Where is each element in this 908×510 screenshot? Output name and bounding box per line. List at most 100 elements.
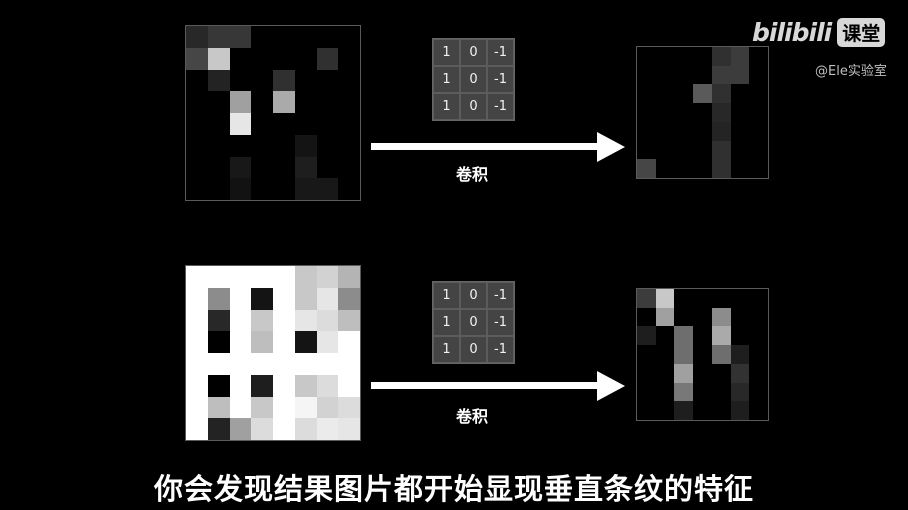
pixel-cell	[294, 418, 317, 440]
pixel-cell	[655, 121, 675, 141]
kernel-cell: 0	[460, 336, 487, 363]
input-grid-1	[185, 25, 361, 201]
pixel-cell	[637, 289, 656, 308]
pixel-cell	[229, 26, 252, 48]
pixel-cell	[655, 289, 675, 308]
pixel-cell	[637, 326, 656, 346]
pixel-cell	[749, 84, 768, 104]
pixel-cell	[637, 65, 656, 85]
pixel-cell	[637, 307, 656, 327]
pixel-cell	[655, 326, 675, 346]
kernel-cell: 1	[433, 39, 460, 66]
pixel-cell	[693, 382, 713, 402]
pixel-cell	[674, 401, 694, 420]
pixel-cell	[749, 345, 768, 365]
pixel-cell	[749, 401, 768, 420]
pixel-cell	[186, 396, 208, 419]
pixel-cell	[229, 113, 252, 135]
subtitle-caption: 你会发现结果图片都开始显现垂直条纹的特征	[153, 472, 754, 506]
pixel-cell	[674, 307, 694, 327]
pixel-cell	[711, 401, 731, 420]
pixel-cell	[730, 121, 750, 141]
bilibili-classroom-logo: bilibili 课堂	[752, 18, 886, 47]
pixel-cell	[338, 266, 360, 288]
pixel-cell	[338, 69, 360, 92]
pixel-cell	[229, 309, 252, 332]
pixel-cell	[207, 91, 230, 114]
pixel-cell	[207, 69, 230, 92]
pixel-cell	[273, 91, 295, 114]
pixel-cell	[338, 353, 360, 375]
pixel-cell	[730, 307, 750, 327]
pixel-cell	[251, 47, 274, 70]
pixel-cell	[749, 326, 768, 346]
pixel-cell	[186, 178, 208, 200]
kernel-cell: -1	[487, 309, 514, 336]
output-grid-1	[636, 46, 769, 179]
pixel-cell	[711, 121, 731, 141]
pixel-cell	[186, 353, 208, 375]
pixel-cell	[273, 287, 295, 310]
pixel-cell	[316, 69, 339, 92]
pixel-cell	[711, 289, 731, 308]
pixel-cell	[251, 353, 274, 375]
pixel-cell	[207, 309, 230, 332]
pixel-cell	[338, 47, 360, 70]
pixel-cell	[730, 103, 750, 123]
pixel-cell	[693, 363, 713, 383]
pixel-cell	[674, 159, 694, 178]
pixel-cell	[229, 47, 252, 70]
pixel-cell	[273, 374, 295, 397]
pixel-cell	[273, 26, 295, 48]
pixel-cell	[186, 287, 208, 310]
pixel-cell	[273, 156, 295, 179]
pixel-cell	[637, 345, 656, 365]
pixel-cell	[637, 47, 656, 66]
pixel-cell	[294, 309, 317, 332]
pixel-cell	[693, 159, 713, 178]
pixel-cell	[251, 113, 274, 135]
pixel-cell	[338, 156, 360, 179]
pixel-cell	[711, 382, 731, 402]
pixel-cell	[730, 326, 750, 346]
pixel-cell	[186, 91, 208, 114]
pixel-cell	[294, 396, 317, 419]
output-grid-2	[636, 288, 769, 421]
pixel-cell	[693, 307, 713, 327]
pixel-cell	[693, 47, 713, 66]
pixel-cell	[711, 84, 731, 104]
pixel-cell	[655, 47, 675, 66]
pixel-cell	[229, 266, 252, 288]
pixel-cell	[637, 401, 656, 420]
pixel-cell	[711, 65, 731, 85]
pixel-cell	[273, 418, 295, 440]
pixel-cell	[674, 140, 694, 160]
pixel-cell	[711, 326, 731, 346]
pixel-cell	[207, 134, 230, 157]
pixel-cell	[338, 396, 360, 419]
pixel-cell	[273, 331, 295, 354]
pixel-cell	[207, 178, 230, 200]
pixel-cell	[338, 418, 360, 440]
pixel-cell	[251, 287, 274, 310]
pixel-cell	[251, 91, 274, 114]
pixel-cell	[294, 134, 317, 157]
pixel-cell	[637, 121, 656, 141]
pixel-cell	[251, 331, 274, 354]
pixel-cell	[294, 69, 317, 92]
pixel-cell	[186, 418, 208, 440]
pixel-cell	[316, 374, 339, 397]
pixel-cell	[637, 84, 656, 104]
pixel-cell	[316, 309, 339, 332]
kernel-cell: 1	[433, 93, 460, 120]
pixel-cell	[730, 47, 750, 66]
pixel-cell	[316, 26, 339, 48]
pixel-cell	[207, 266, 230, 288]
pixel-cell	[693, 65, 713, 85]
pixel-cell	[637, 159, 656, 178]
pixel-cell	[273, 178, 295, 200]
pixel-cell	[749, 103, 768, 123]
convolution-label-1: 卷积	[456, 165, 489, 184]
pixel-cell	[273, 69, 295, 92]
